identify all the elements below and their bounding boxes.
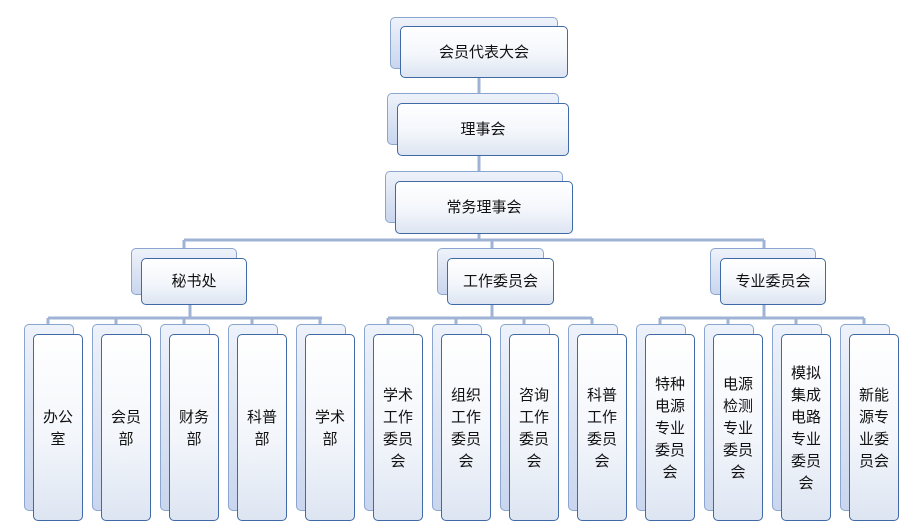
label-line: 工作 [382, 407, 413, 426]
label-line: 会 [526, 451, 542, 470]
label-line: 科普 [586, 385, 617, 404]
node-label: 秘书处 [171, 272, 217, 290]
node-label: 常务理事会 [446, 198, 522, 216]
node-power-testing-committee: 电源检测专业委员会 [704, 324, 763, 521]
label-line: 会 [458, 451, 474, 470]
node-label: 理事会 [460, 120, 506, 138]
node-new-energy-committee: 新能源专业委员会 [840, 324, 899, 521]
label-line: 专业 [790, 429, 821, 448]
label-line: 委员 [518, 429, 549, 448]
label-line: 组织 [450, 385, 481, 404]
label-line: 委员 [790, 451, 821, 470]
node-professional-committees: 专业委员会 [710, 248, 826, 305]
label-line: 部 [186, 429, 202, 448]
label-line: 委员 [450, 429, 481, 448]
label-line: 工作 [450, 407, 481, 426]
node-label: 专业委员会 [735, 272, 811, 290]
node-consulting-working-committee: 咨询工作委员会 [500, 324, 559, 521]
label-line: 部 [118, 429, 134, 448]
label-line: 模拟 [790, 363, 821, 382]
label-line: 会 [594, 451, 610, 470]
label-line: 专业 [722, 418, 753, 437]
label-line: 检测 [722, 396, 753, 415]
label-line: 会员 [110, 407, 141, 426]
node-council: 理事会 [387, 93, 569, 156]
label-line: 工作 [518, 407, 549, 426]
node-organization-working-committee: 组织工作委员会 [432, 324, 491, 521]
label-line: 部 [254, 429, 270, 448]
node-office: 办公室 [24, 324, 83, 521]
label-line: 部 [322, 429, 338, 448]
node-label: 工作委员会 [462, 272, 538, 290]
label-line: 电源 [722, 374, 753, 393]
label-line: 学术 [314, 407, 345, 426]
label-line: 会 [798, 473, 814, 492]
label-line: 科普 [246, 407, 277, 426]
label-line: 新能 [858, 385, 889, 404]
node-finance-dept: 财务部 [160, 324, 219, 521]
label-line: 室 [50, 429, 66, 448]
label-line: 办公 [42, 407, 73, 426]
label-line: 会 [390, 451, 406, 470]
node-special-power-committee: 特种电源专业委员会 [636, 324, 695, 521]
label-line: 专业 [654, 418, 685, 437]
node-membership-dept: 会员部 [92, 324, 151, 521]
label-line: 委员 [382, 429, 413, 448]
node-analog-ic-committee: 模拟集成电路专业委员会 [772, 324, 831, 521]
label-line: 咨询 [518, 385, 549, 404]
label-line: 电路 [790, 407, 821, 426]
label-line: 工作 [586, 407, 617, 426]
node-standing-council: 常务理事会 [385, 171, 573, 234]
label-line: 会 [730, 462, 746, 481]
label-line: 特种 [654, 374, 685, 393]
node-academic-working-committee: 学术工作委员会 [364, 324, 423, 521]
label-line: 集成 [790, 385, 821, 404]
label-line: 财务 [178, 407, 209, 426]
node-secretariat: 秘书处 [131, 248, 247, 305]
label-line: 员会 [858, 451, 889, 470]
label-line: 源专 [858, 407, 889, 426]
label-line: 委员 [654, 440, 685, 459]
label-line: 学术 [382, 385, 413, 404]
node-science-working-committee: 科普工作委员会 [568, 324, 627, 521]
node-member-congress: 会员代表大会 [390, 17, 568, 79]
node-working-committees: 工作委员会 [437, 248, 554, 305]
node-label: 会员代表大会 [438, 42, 529, 61]
node-academic-dept: 学术部 [296, 324, 355, 521]
label-line: 委员 [586, 429, 617, 448]
label-line: 业委 [858, 429, 889, 448]
label-line: 电源 [654, 396, 685, 415]
label-line: 委员 [722, 440, 753, 459]
label-line: 会 [662, 462, 678, 481]
node-science-popularization-dept: 科普部 [228, 324, 287, 521]
